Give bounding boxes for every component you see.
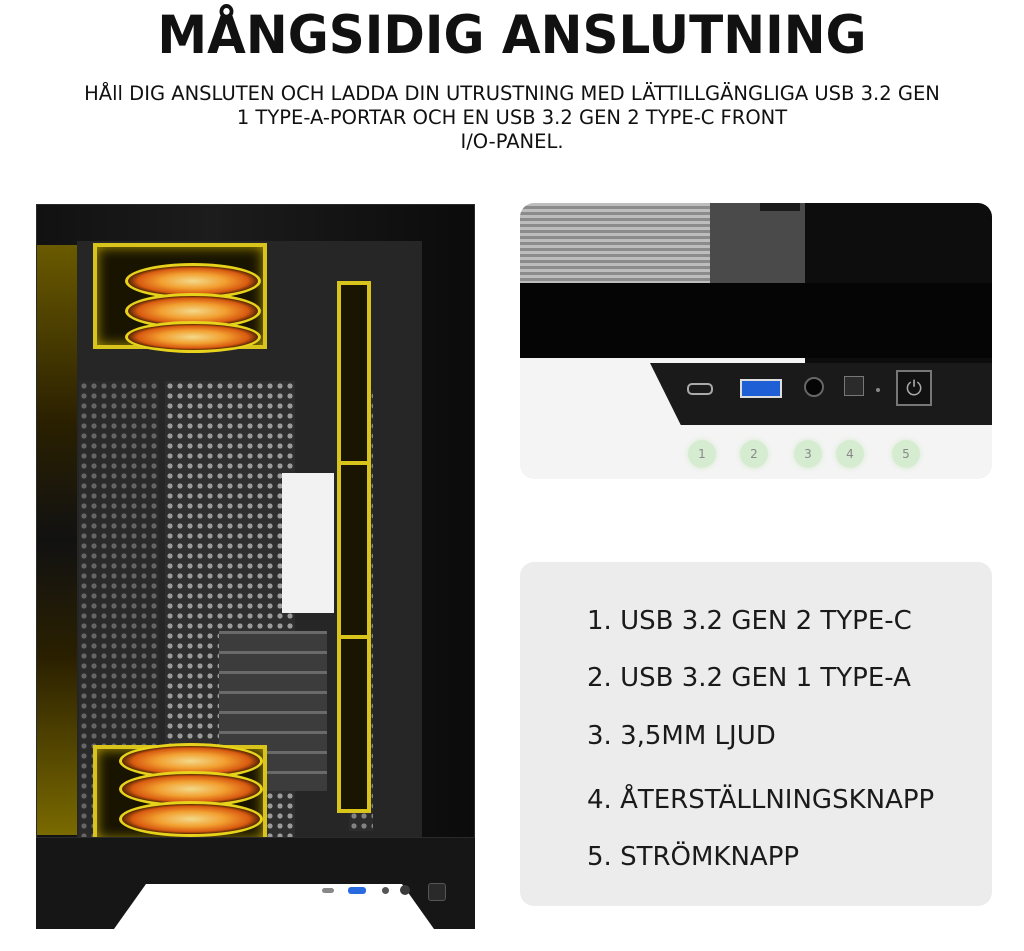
legend-item-3: 3. 3,5MM LJUD xyxy=(587,721,776,751)
callout-5: 5 xyxy=(892,440,920,468)
indicator-led-icon xyxy=(876,388,880,392)
bottom-fan-3 xyxy=(119,801,263,837)
pc-case-image xyxy=(36,204,475,929)
port-legend-card: 1. USB 3.2 GEN 2 TYPE-C 2. USB 3.2 GEN 1… xyxy=(520,562,992,906)
legend-item-2: 2. USB 3.2 GEN 1 TYPE-A xyxy=(587,663,911,693)
callout-3: 3 xyxy=(794,440,822,468)
left-glow xyxy=(37,245,77,835)
power-button-icon: ⏻ xyxy=(896,370,932,406)
callout-4: 4 xyxy=(836,440,864,468)
callout-1: 1 xyxy=(688,440,716,468)
top-bracket-detail xyxy=(710,203,805,283)
legend-item-4: 4. ÅTERSTÄLLNINGSKNAPP xyxy=(587,785,935,815)
cable-cutout xyxy=(282,473,334,613)
power-button-icon xyxy=(428,883,446,901)
side-fan-1 xyxy=(337,281,371,469)
subtitle-line-3: I/O-PANEL. xyxy=(460,130,564,153)
usb-c-port-icon xyxy=(322,888,334,893)
subtitle-line-1: HÅll DIG ANSLUTEN OCH LADDA DIN UTRUSTNI… xyxy=(84,82,940,105)
callout-2: 2 xyxy=(740,440,768,468)
side-fan-2 xyxy=(337,461,371,649)
glass-side-panel xyxy=(36,204,475,838)
usb-a-port-icon xyxy=(348,887,366,894)
audio-jack-icon xyxy=(804,377,824,397)
usb-a-port-icon xyxy=(740,379,782,398)
audio-jack-icon xyxy=(382,887,389,894)
reset-button-icon xyxy=(844,376,864,396)
io-detail-image: ⏻ 1 2 3 4 5 xyxy=(520,203,992,479)
reset-button-icon xyxy=(400,885,410,895)
page-title: MÅNGSIDIG ANSLUTNING xyxy=(157,4,867,66)
top-mesh-detail xyxy=(520,203,710,283)
front-strip-detail xyxy=(520,283,992,358)
usb-c-port-icon xyxy=(687,383,713,395)
page-subtitle: HÅll DIG ANSLUTEN OCH LADDA DIN UTRUSTNI… xyxy=(0,82,1024,154)
legend-item-1: 1. USB 3.2 GEN 2 TYPE-C xyxy=(587,606,912,636)
side-fan-3 xyxy=(337,635,371,813)
case-base xyxy=(36,838,475,929)
subtitle-line-2: 1 TYPE-A-PORTAR OCH EN USB 3.2 GEN 2 TYP… xyxy=(236,106,788,129)
legend-item-5: 5. STRÖMKNAPP xyxy=(587,842,800,872)
top-fan-3 xyxy=(125,321,261,353)
base-cutout xyxy=(114,884,434,929)
